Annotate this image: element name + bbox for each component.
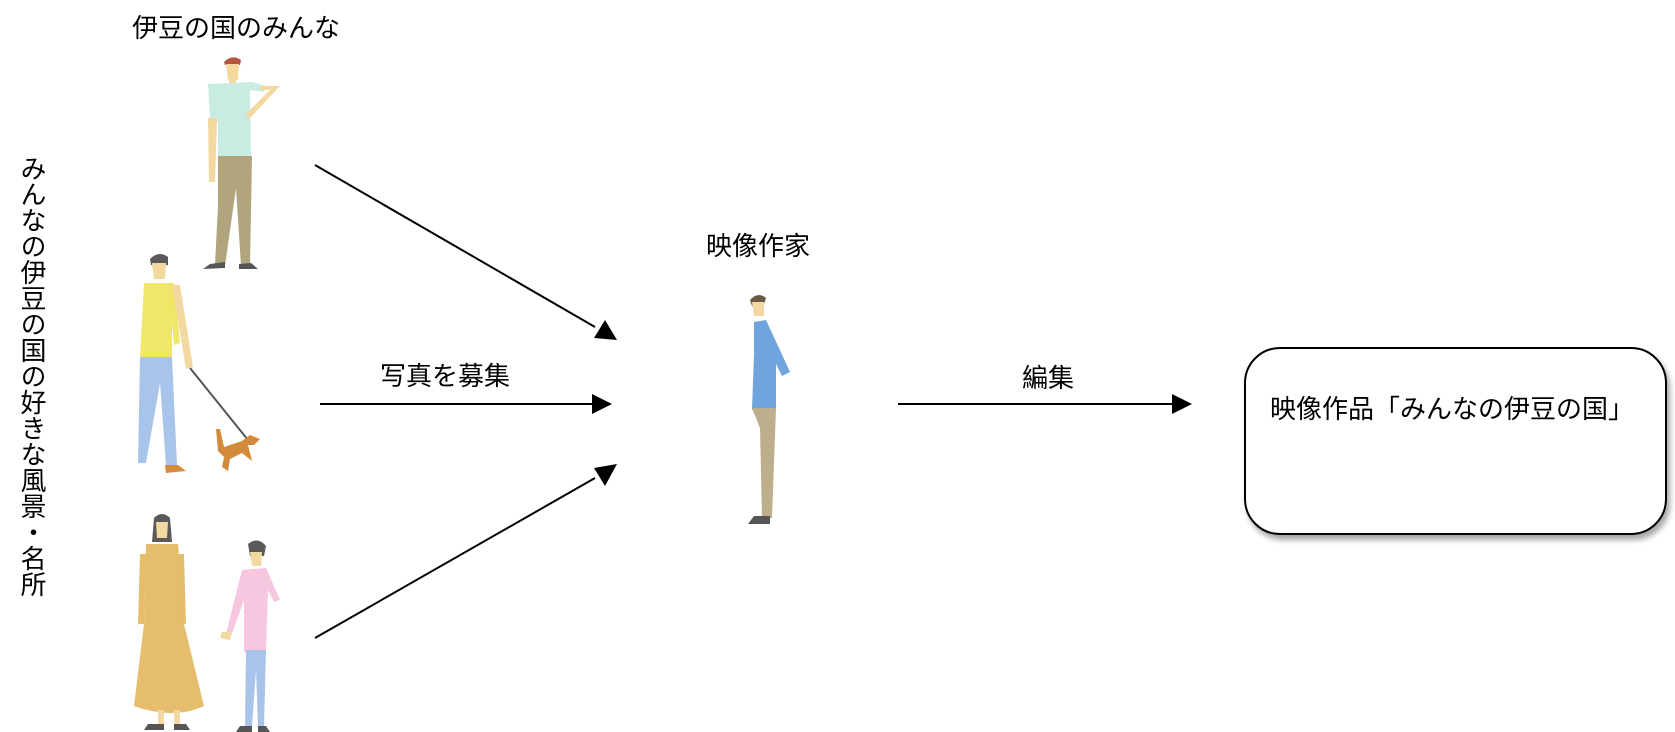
pants <box>245 650 266 726</box>
shoe-right <box>239 263 258 269</box>
shoes <box>236 726 270 732</box>
head <box>250 552 262 566</box>
result-text: 映像作品「みんなの伊豆の国」 <box>1270 395 1635 425</box>
head <box>156 522 168 538</box>
shoe <box>748 516 770 524</box>
shoes <box>144 724 190 730</box>
head <box>226 64 239 80</box>
arrow-upper-head <box>594 320 617 340</box>
shirt <box>752 320 790 410</box>
arrow-upper-line <box>314 164 596 328</box>
collect-photos-label: 写真を募集 <box>380 362 511 392</box>
arm-right <box>178 554 186 624</box>
shirt <box>140 283 180 359</box>
arm-left <box>138 554 146 624</box>
people-group-title: 伊豆の国のみんな <box>132 14 341 44</box>
raised-arm <box>245 86 280 118</box>
woman-pink-figure <box>220 540 280 732</box>
result-box: 映像作品「みんなの伊豆の国」 <box>1244 347 1667 535</box>
artist-title: 映像作家 <box>706 232 811 262</box>
arrow-lower-head <box>594 464 617 486</box>
pants <box>752 408 776 518</box>
man-pointing-figure <box>203 57 280 269</box>
shoe <box>165 465 186 473</box>
arm <box>172 285 193 369</box>
hair <box>150 253 168 265</box>
shirt <box>208 82 266 158</box>
hair <box>224 57 241 65</box>
dog <box>216 429 260 471</box>
top <box>226 568 280 652</box>
arrow-right-head <box>1172 394 1192 414</box>
dress <box>134 544 204 713</box>
pants <box>215 156 252 266</box>
shoe-left <box>203 262 225 269</box>
edit-label: 編集 <box>1022 364 1075 394</box>
head <box>752 302 764 316</box>
head <box>152 263 166 279</box>
legs <box>158 710 180 726</box>
hand <box>220 632 232 640</box>
man-with-dog-figure <box>138 253 260 473</box>
woman-dress-figure <box>134 514 204 730</box>
left-arm <box>208 118 217 182</box>
artist-figure <box>748 294 790 524</box>
arrow-middle-head <box>592 394 612 414</box>
vertical-title: みんなの伊豆の国の好きな風景・名所 <box>16 155 46 597</box>
leash <box>189 367 249 441</box>
pants <box>138 357 177 465</box>
arrow-lower-line <box>314 477 596 639</box>
